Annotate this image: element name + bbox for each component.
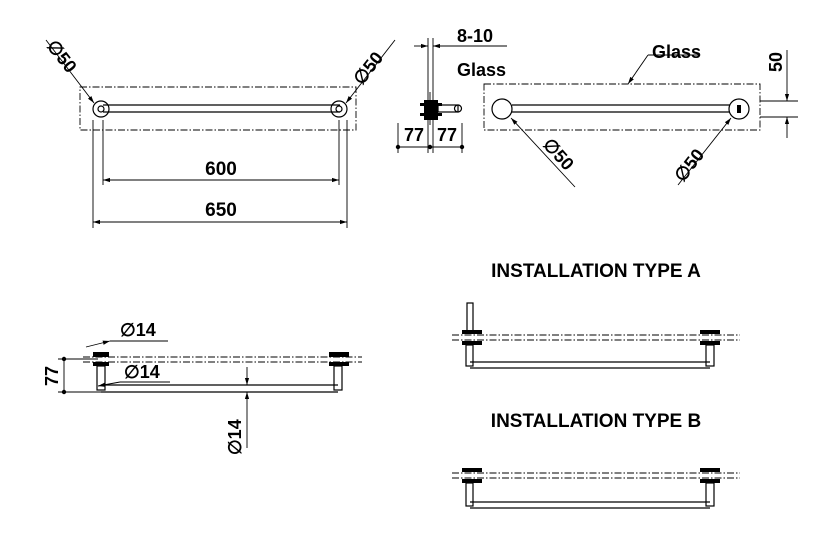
offset-77-right: 77 [437, 125, 457, 145]
side-detail-view: 8-10 Glass 77 77 [395, 26, 507, 153]
glass-leader [627, 54, 649, 85]
dia14-value-vertical: 14 [225, 419, 245, 439]
height-50-label: 50 [766, 52, 786, 72]
dia50-leader-left [45, 39, 95, 104]
diameter-symbol: ∅ [124, 362, 140, 382]
front-view: ∅50 ∅50 600 650 [43, 36, 396, 228]
left-mount-circle [92, 100, 110, 118]
dim-600-label: 600 [205, 159, 237, 180]
svg-text:∅50: ∅50 [670, 145, 708, 185]
dia14-value-top: 14 [136, 320, 156, 340]
glass-panel-outline [483, 83, 761, 131]
svg-text:∅14: ∅14 [120, 320, 156, 340]
glass-label-top: Glass [652, 42, 701, 62]
section-view: ∅14 ∅14 ∅14 77 [42, 320, 362, 455]
installation-type-a-title: INSTALLATION TYPE A [491, 261, 701, 282]
glass-outline [79, 86, 357, 131]
svg-text:∅14: ∅14 [124, 362, 160, 382]
right-mount-circle [330, 100, 348, 118]
diameter-symbol: ∅ [120, 320, 136, 340]
installation-type-a: INSTALLATION TYPE A [452, 261, 740, 369]
dia50-leader-lower-right [677, 117, 732, 186]
dim-650-label: 650 [205, 200, 237, 221]
right-rosette [728, 98, 750, 120]
glass-mount-view: Glass 50 ∅50 ∅50 [483, 42, 798, 188]
dia50-leader-lower-left [510, 117, 576, 188]
diameter-symbol: ∅ [225, 439, 245, 455]
offset-77-left: 77 [404, 125, 424, 145]
glass-label-side: Glass [457, 60, 506, 80]
glass-thickness-label: 8-10 [457, 26, 493, 46]
offset-77-vertical: 77 [42, 366, 62, 386]
svg-text:∅50: ∅50 [43, 36, 81, 76]
svg-text:∅14: ∅14 [225, 419, 245, 455]
left-rosette [491, 98, 513, 120]
installation-type-b: INSTALLATION TYPE B [452, 411, 740, 509]
installation-type-b-title: INSTALLATION TYPE B [491, 411, 701, 432]
svg-text:∅50: ∅50 [349, 48, 387, 88]
dia50-leader-right [345, 39, 396, 104]
dia14-value-mid: 14 [140, 362, 160, 382]
